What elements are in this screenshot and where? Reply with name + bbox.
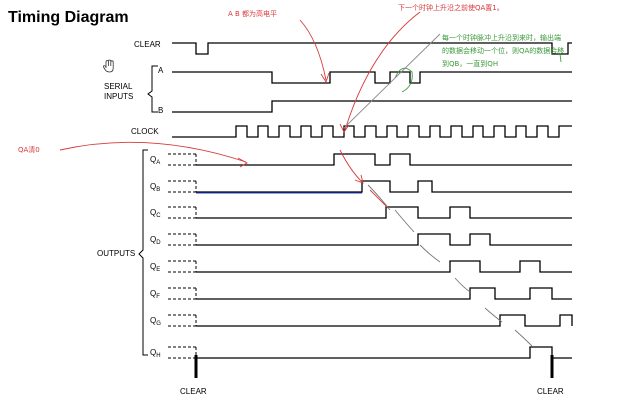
output-waveform-qb bbox=[196, 180, 572, 193]
output-undefined-qa bbox=[168, 153, 197, 166]
output-undefined-qe bbox=[168, 260, 197, 273]
output-label-qd: QD bbox=[150, 235, 161, 246]
clock-label: CLOCK bbox=[131, 127, 159, 136]
output-waveform-qf bbox=[196, 287, 572, 300]
clock-waveform bbox=[172, 125, 572, 138]
input-a-label: A bbox=[158, 66, 164, 75]
annotation-next-rising: 下一个时钟上升沿之前使QA置1。 bbox=[398, 3, 504, 12]
output-waveform-qc bbox=[196, 206, 572, 219]
serial-inputs-brace bbox=[147, 65, 158, 113]
hand-cursor-icon bbox=[102, 59, 114, 73]
output-label-qa: QA bbox=[150, 155, 160, 166]
output-label-qb: QB bbox=[150, 182, 160, 193]
annotation-shift-line2: 的数据会移动一个位，则QA的数据会移 bbox=[442, 46, 564, 55]
output-label-qh: QH bbox=[150, 348, 161, 359]
input-b-label: B bbox=[158, 106, 163, 115]
output-waveform-qa bbox=[196, 153, 572, 166]
output-label-qc: QC bbox=[150, 208, 161, 219]
output-undefined-qf bbox=[168, 287, 197, 300]
clear-waveform bbox=[172, 42, 572, 55]
output-undefined-qh bbox=[168, 346, 197, 359]
bottom-clear-left: CLEAR bbox=[180, 387, 207, 396]
serial-label-line2: INPUTS bbox=[104, 92, 133, 101]
output-undefined-qd bbox=[168, 233, 197, 246]
output-label-qe: QE bbox=[150, 262, 160, 273]
input-a-waveform bbox=[172, 71, 572, 84]
output-waveform-qh bbox=[196, 346, 572, 359]
outputs-brace bbox=[138, 149, 148, 356]
annotation-qa-clear: QA清0 bbox=[18, 145, 40, 154]
output-waveform-qd bbox=[196, 233, 572, 246]
bottom-clear-right: CLEAR bbox=[537, 387, 564, 396]
output-label-qg: QG bbox=[150, 316, 161, 327]
serial-label-line1: SERIAL bbox=[104, 82, 133, 91]
output-label-qf: QF bbox=[150, 289, 160, 300]
output-waveform-qg bbox=[196, 314, 573, 327]
output-waveform-qe bbox=[196, 260, 572, 273]
input-b-waveform bbox=[172, 100, 572, 113]
annotation-arrows bbox=[59, 11, 562, 347]
annotation-ab-high: A B 都为高电平 bbox=[228, 9, 277, 18]
annotation-shift-line3: 到QB，一直到QH bbox=[442, 59, 498, 68]
output-undefined-qg bbox=[168, 314, 197, 327]
clear-label: CLEAR bbox=[134, 40, 161, 49]
annotation-shift-line1: 每一个时钟脉冲上升沿到来时，输出端 bbox=[442, 33, 561, 42]
output-undefined-qc bbox=[168, 206, 197, 219]
diagram-title: Timing Diagram bbox=[8, 9, 129, 26]
outputs-group-label: OUTPUTS bbox=[97, 249, 135, 258]
output-undefined-qb bbox=[168, 180, 197, 193]
